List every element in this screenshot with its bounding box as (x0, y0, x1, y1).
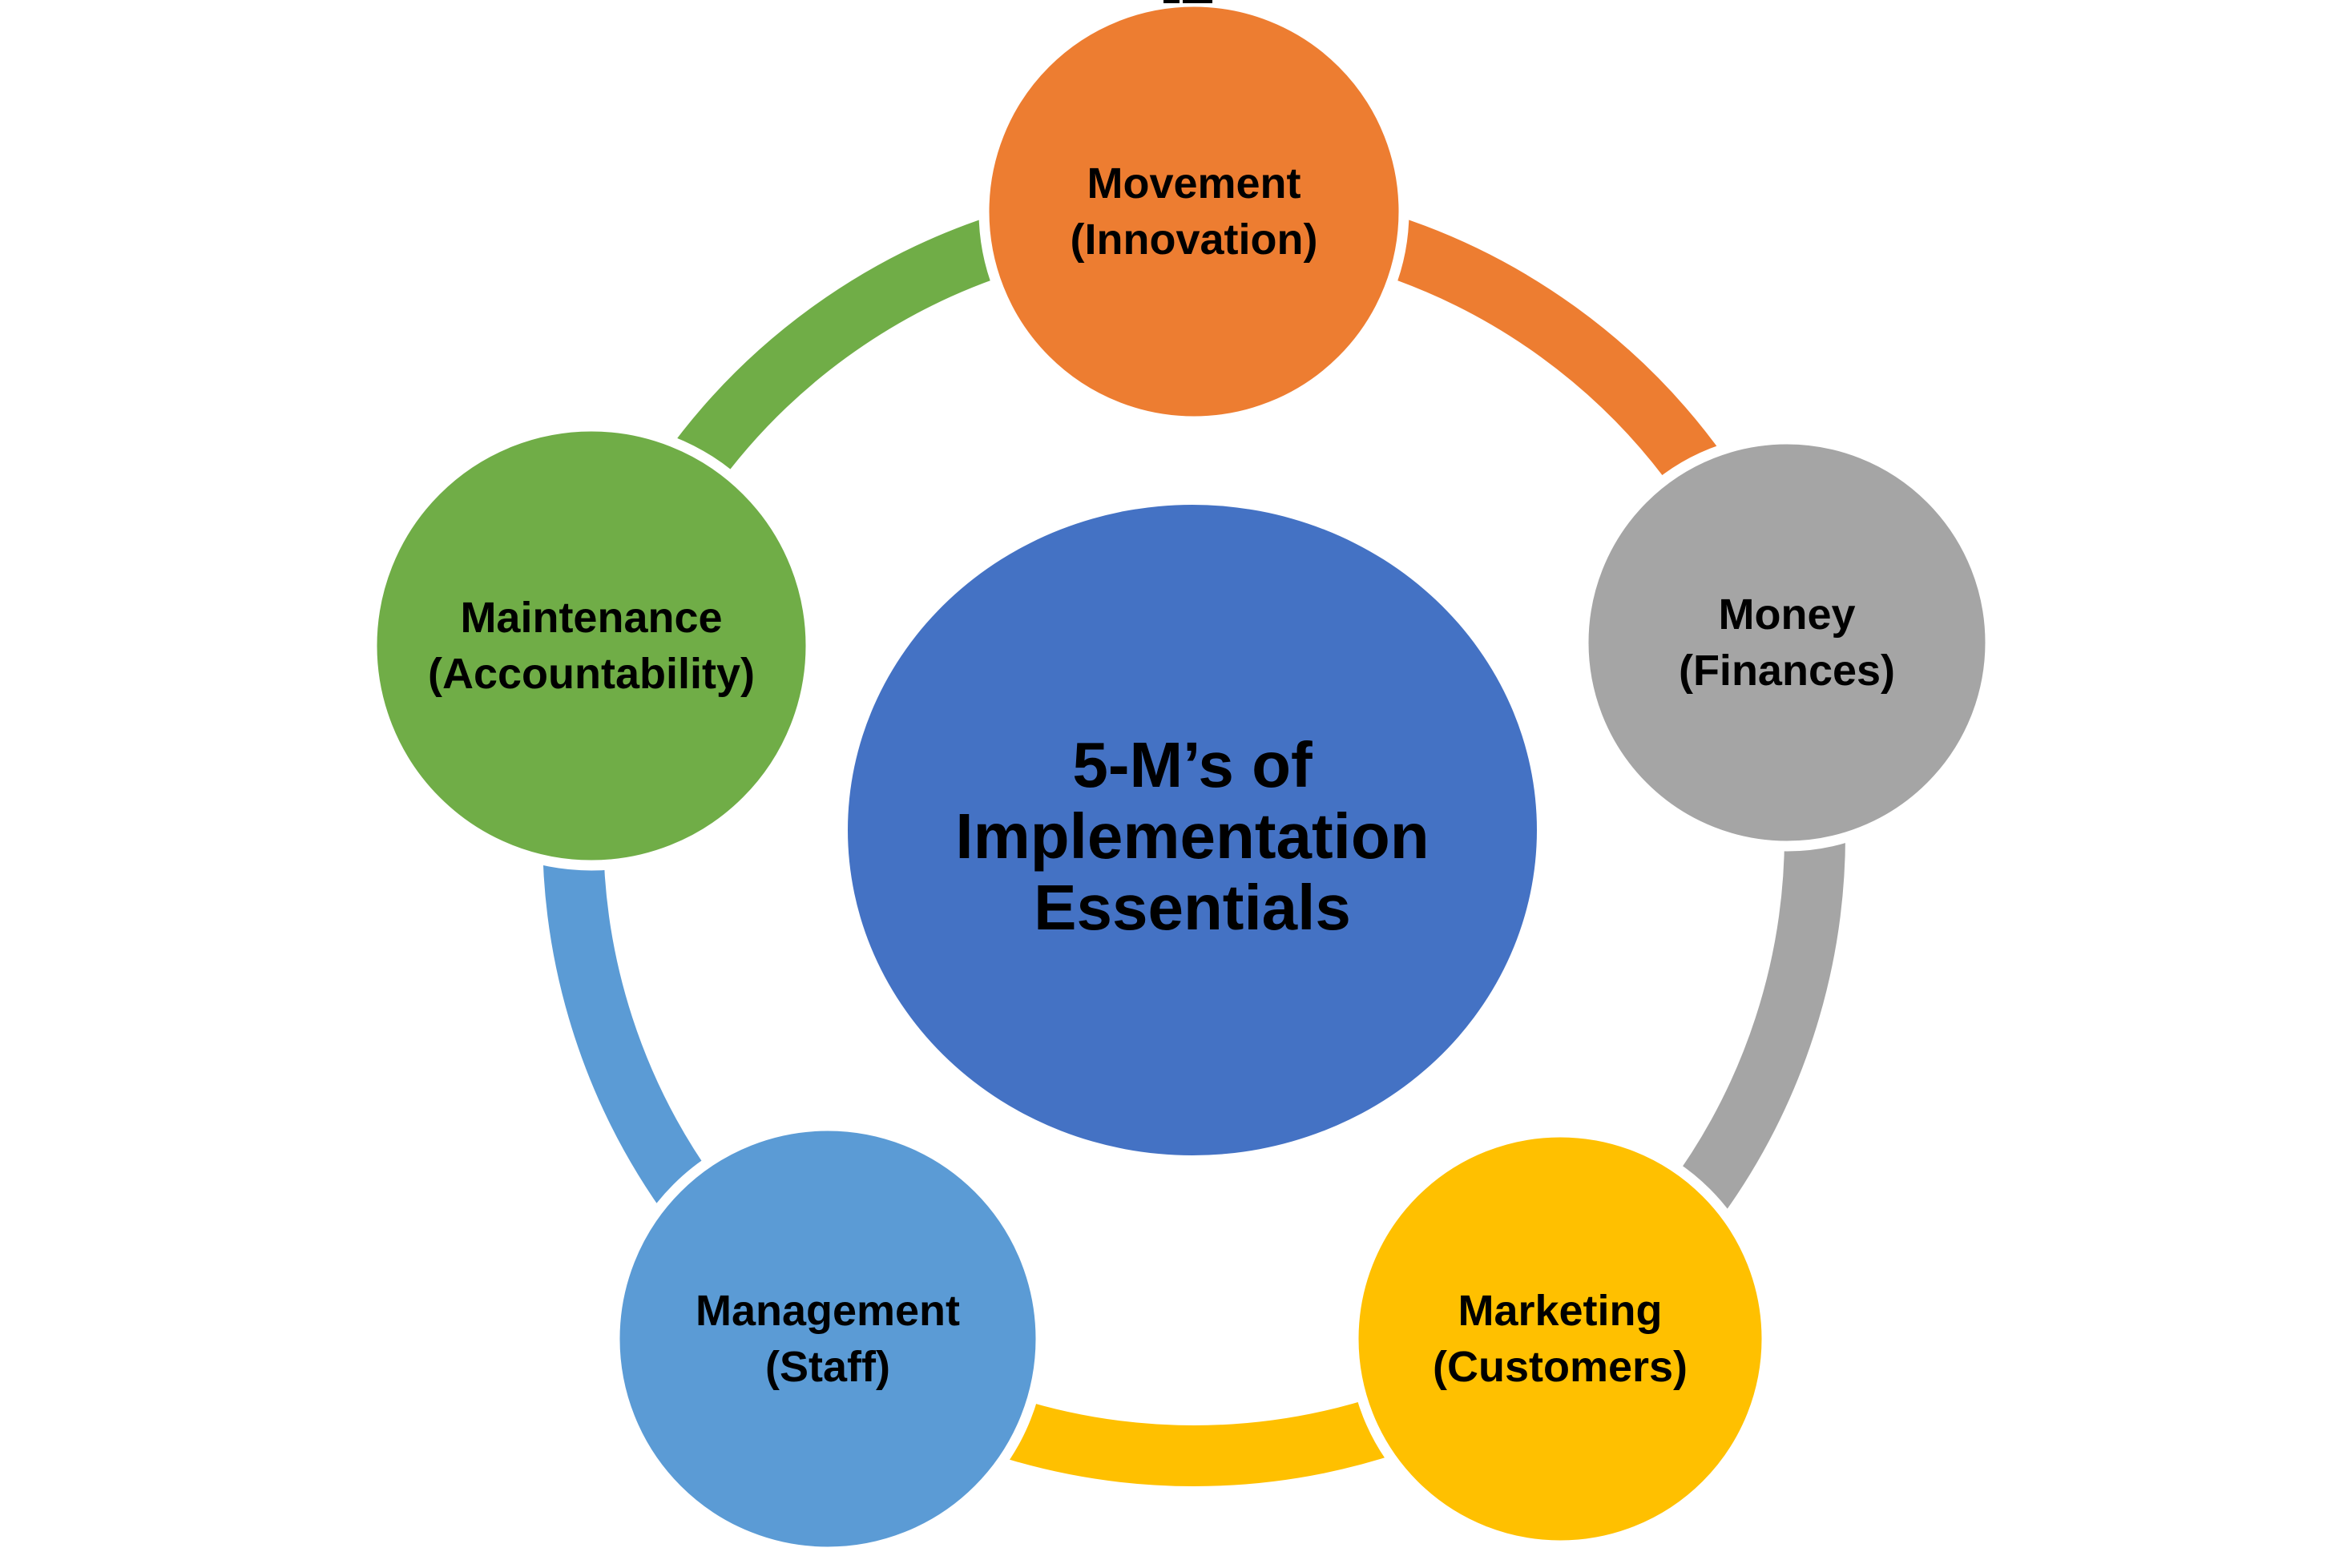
maintenance-circle (366, 421, 817, 871)
management-subtitle: (Staff) (765, 1343, 890, 1391)
top-edge-artifact-mark (1163, 0, 1180, 3)
money-subtitle: (Finances) (1678, 647, 1896, 695)
top-edge-artifact (1163, 0, 1212, 3)
maintenance-title: Maintenance (460, 593, 723, 642)
management-label: Management (Staff) (696, 1283, 960, 1395)
movement-label: Movement (Innovation) (1071, 155, 1318, 268)
marketing-subtitle: (Customers) (1432, 1343, 1688, 1391)
movement-title: Movement (1087, 159, 1301, 208)
center-label-line-1: 5-M’s of (1072, 728, 1313, 800)
maintenance-label: Maintenance (Accountability) (428, 590, 755, 702)
center-label: 5-M’s of Implementation Essentials (955, 728, 1430, 943)
management-circle (609, 1120, 1046, 1558)
marketing-label: Marketing (Customers) (1433, 1283, 1688, 1395)
management-title: Management (695, 1286, 961, 1335)
center-label-line-2: Implementation (955, 800, 1430, 872)
marketing-circle (1348, 1127, 1772, 1551)
money-circle (1578, 433, 1996, 852)
top-edge-artifact-mark (1183, 0, 1212, 3)
node-circles (366, 0, 1996, 1558)
movement-subtitle: (Innovation) (1070, 216, 1318, 264)
money-label: Money (Finances) (1679, 586, 1895, 699)
money-title: Money (1718, 590, 1856, 639)
center-circle (848, 505, 1537, 1155)
maintenance-subtitle: (Accountability) (427, 650, 756, 698)
center-label-line-3: Essentials (1034, 871, 1351, 943)
marketing-title: Marketing (1458, 1286, 1663, 1335)
